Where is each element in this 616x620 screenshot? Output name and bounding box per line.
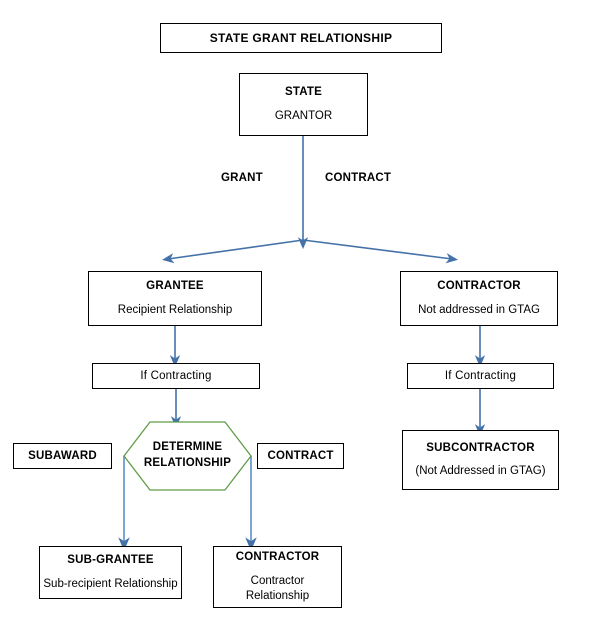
node-subaward: SUBAWARD xyxy=(13,443,112,469)
node-state: STATE GRANTOR xyxy=(239,73,368,136)
node-sub-grantee-title: SUB-GRANTEE xyxy=(67,554,154,567)
node-state-title: STATE xyxy=(285,86,322,99)
node-if-contracting-left-title: If Contracting xyxy=(140,369,212,382)
node-contractor-bottom: CONTRACTOR Contractor Relationship xyxy=(213,546,342,608)
node-sub-grantee-subtitle: Sub-recipient Relationship xyxy=(43,577,178,590)
banner-title: STATE GRANT RELATIONSHIP xyxy=(209,30,393,45)
node-contractor-bottom-subtitle-line1: Contractor xyxy=(250,574,305,587)
node-if-contracting-right-title: If Contracting xyxy=(444,369,517,382)
node-if-contracting-left: If Contracting xyxy=(92,363,260,389)
node-contract-label-title: CONTRACT xyxy=(267,449,334,462)
node-state-subtitle: GRANTOR xyxy=(274,109,333,122)
node-contract-label: CONTRACT xyxy=(257,443,344,469)
node-determine-line2: RELATIONSHIP xyxy=(143,457,232,469)
node-sub-grantee: SUB-GRANTEE Sub-recipient Relationship xyxy=(39,546,182,599)
node-if-contracting-right: If Contracting xyxy=(407,363,554,389)
edge-label-grant: GRANT xyxy=(221,172,263,184)
node-subcontractor: SUBCONTRACTOR (Not Addressed in GTAG) xyxy=(402,430,559,490)
node-determine-line1: DETERMINE xyxy=(152,441,223,454)
node-contractor-top: CONTRACTOR Not addressed in GTAG xyxy=(400,271,558,326)
node-subcontractor-subtitle: (Not Addressed in GTAG) xyxy=(415,465,546,478)
node-banner-state-grant-relationship: STATE GRANT RELATIONSHIP xyxy=(160,23,442,53)
node-grantee-title: GRANTEE xyxy=(146,280,204,293)
node-contractor-bottom-title: CONTRACTOR xyxy=(235,551,320,564)
edge-label-contract: CONTRACT xyxy=(325,172,392,184)
node-contractor-top-subtitle: Not addressed in GTAG xyxy=(418,303,540,316)
node-contractor-bottom-subtitle-line2: Relationship xyxy=(245,589,310,602)
node-contractor-top-title: CONTRACTOR xyxy=(437,280,521,293)
node-contractor-bottom-subtitle: Contractor Relationship xyxy=(246,574,309,604)
edge-junction-to-contractor xyxy=(302,239,459,264)
node-grantee: GRANTEE Recipient Relationship xyxy=(88,271,262,326)
node-determine-relationship: DETERMINE RELATIONSHIP xyxy=(123,421,252,491)
node-subcontractor-title: SUBCONTRACTOR xyxy=(426,441,535,454)
edge-junction-to-grantee xyxy=(161,239,304,264)
node-grantee-subtitle: Recipient Relationship xyxy=(117,303,233,316)
node-subaward-title: SUBAWARD xyxy=(28,449,97,462)
